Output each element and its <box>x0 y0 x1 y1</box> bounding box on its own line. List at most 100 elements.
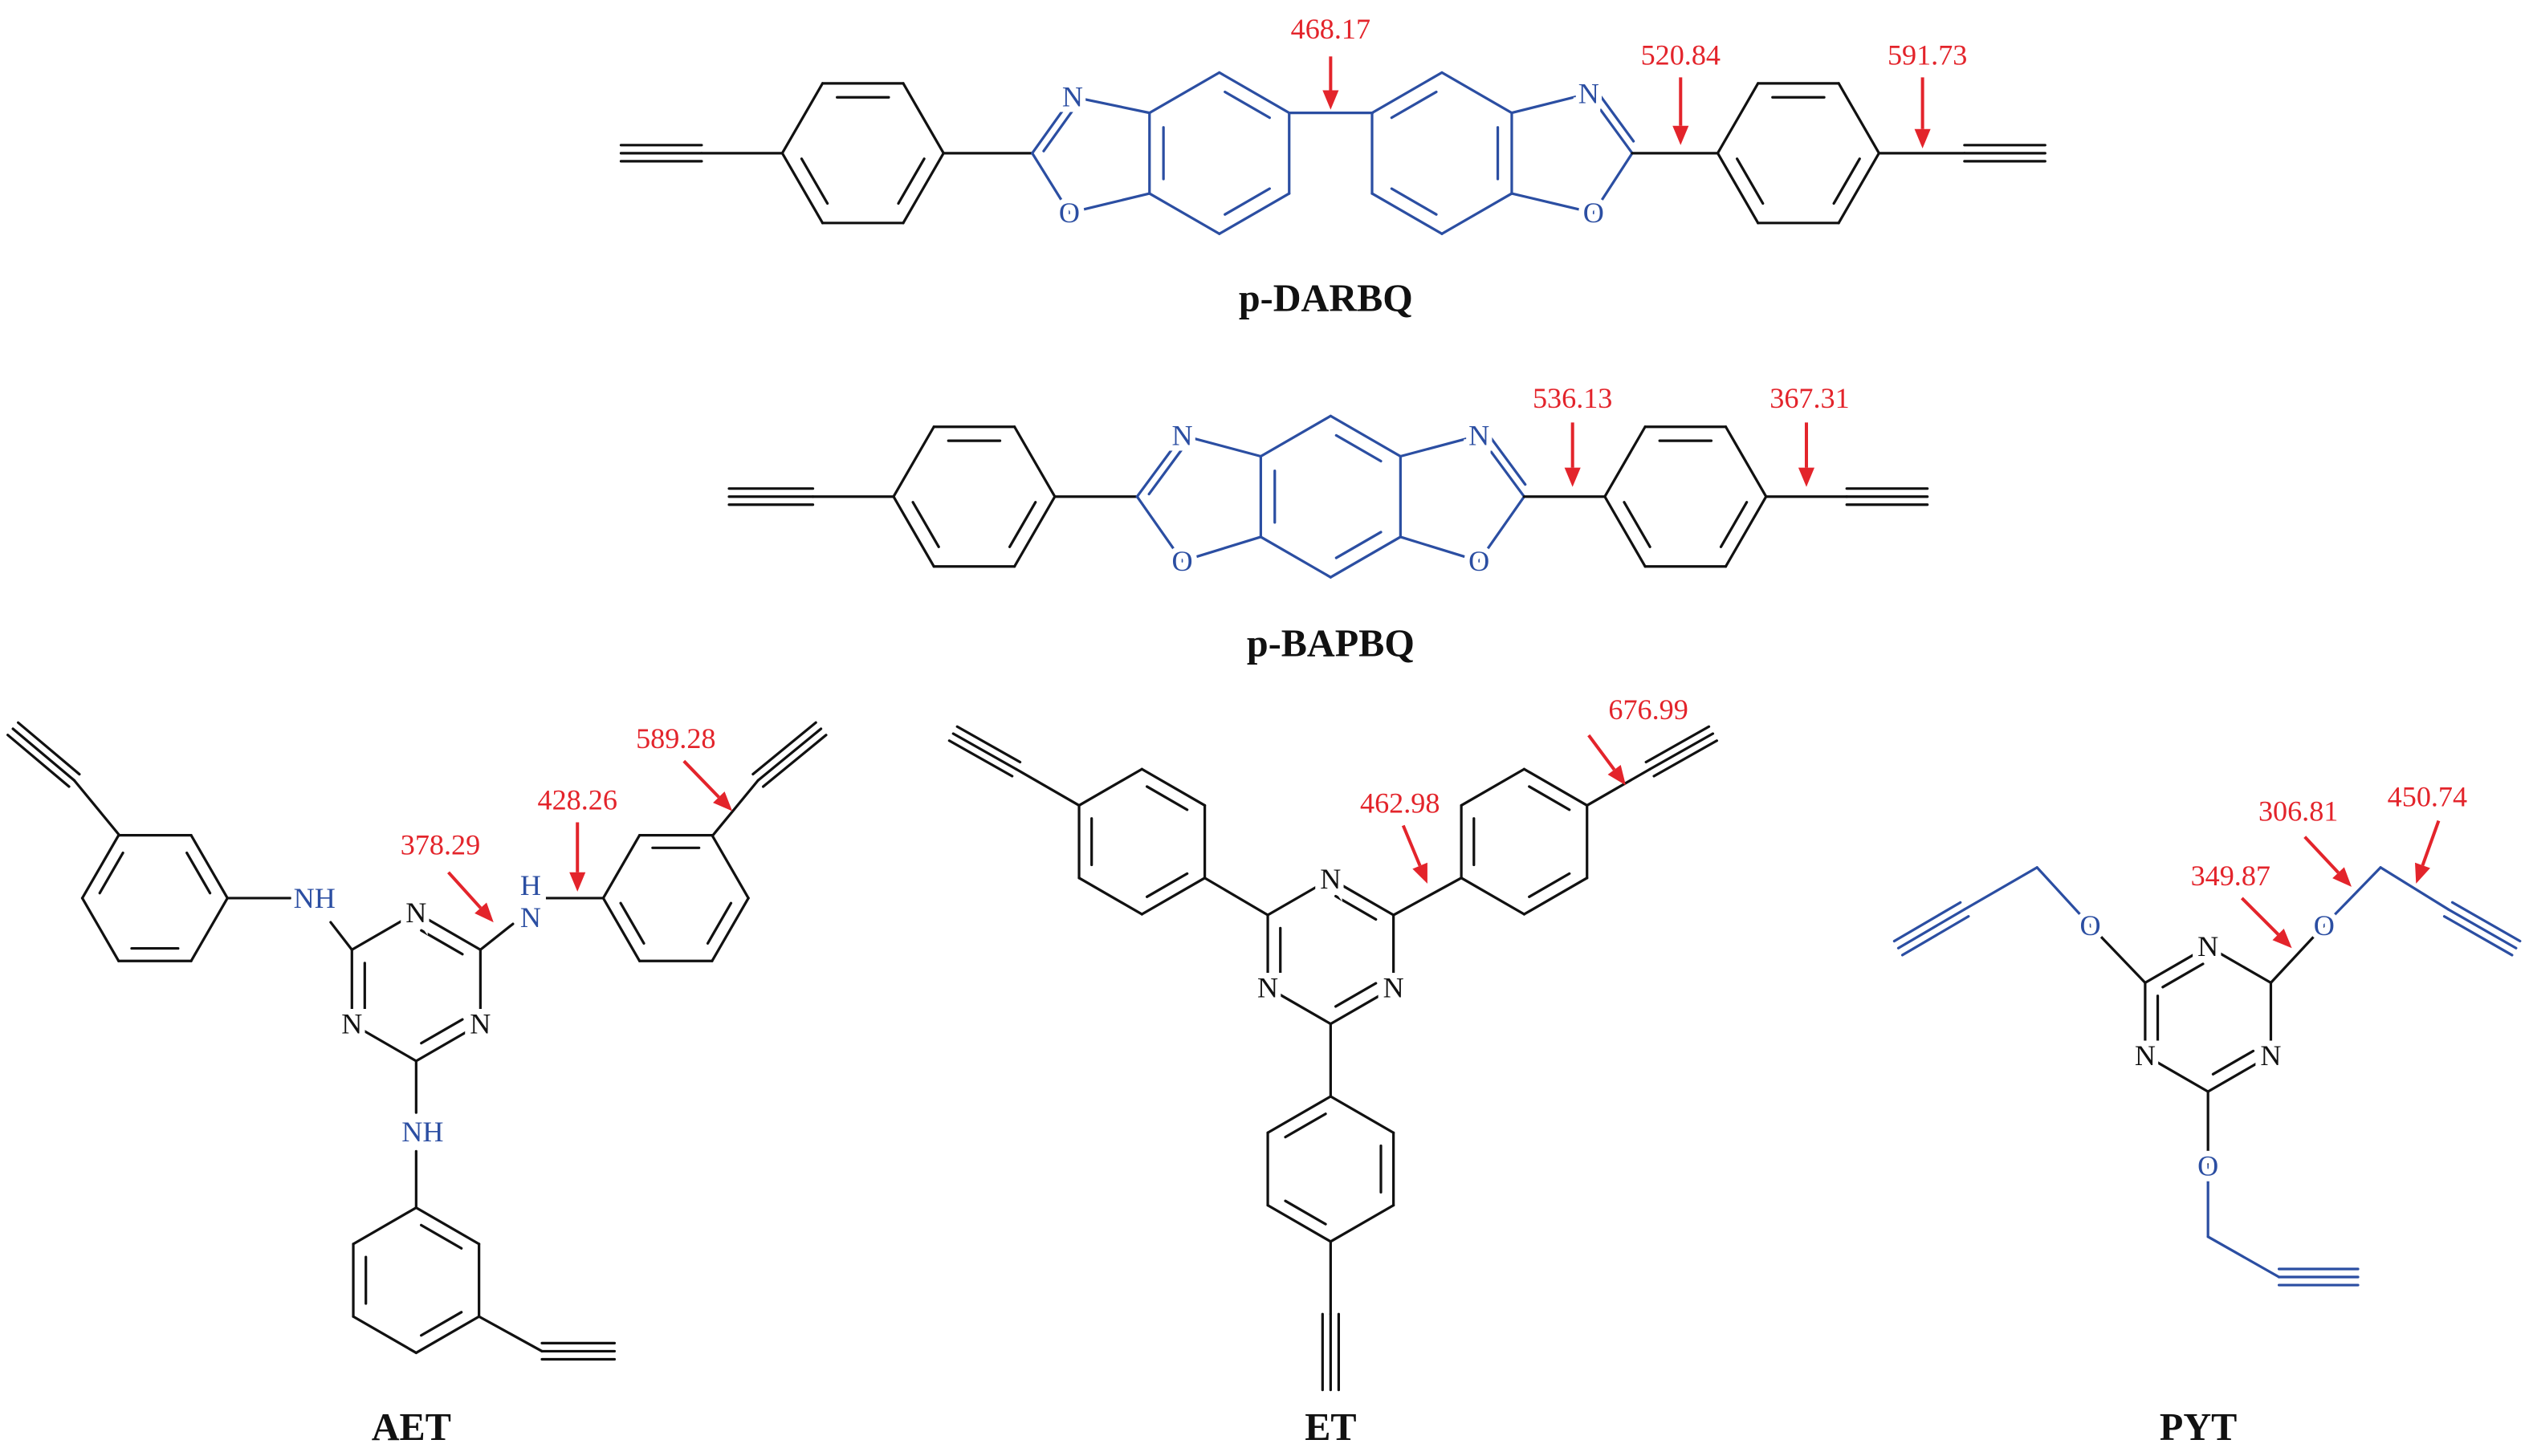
triple-bond-line <box>16 721 81 776</box>
ring-bond <box>1013 425 1057 498</box>
arrow-shaft <box>447 871 483 909</box>
single-bond <box>1031 152 1071 214</box>
arrow-head-icon <box>2332 867 2352 887</box>
ring-double-bond-line <box>1528 785 1571 811</box>
ring-double-bond-line <box>2161 962 2205 989</box>
ring-double-bond-line <box>1390 187 1438 216</box>
single-bond <box>72 779 121 837</box>
atom-label-h: H <box>520 869 541 901</box>
double-bond <box>1135 433 1184 498</box>
triple-bond-line <box>1896 908 1966 950</box>
arrow-head-icon <box>1798 467 1815 487</box>
atom-label-o: O <box>2079 909 2100 942</box>
arrow-head-icon <box>569 872 586 892</box>
arrow-head-icon <box>1672 125 1689 145</box>
ring-bond <box>1440 192 1513 235</box>
arrows-layer <box>447 56 2441 949</box>
ring-bond <box>902 82 945 155</box>
single-bond <box>2269 924 2326 985</box>
ring-bond <box>189 834 229 900</box>
atom-label-o: O <box>2314 909 2335 942</box>
ring-double-bond-line <box>1623 501 1651 548</box>
triple-bond-line <box>951 732 1018 771</box>
ring-bond <box>711 897 750 962</box>
ring-double-bond-line <box>1284 1112 1327 1139</box>
ring-bond <box>1329 535 1402 579</box>
ring-bond <box>601 834 641 900</box>
atom-label-n: N <box>470 1008 491 1040</box>
ring-double-bond-line <box>1145 785 1189 811</box>
single-bond <box>478 1315 544 1353</box>
triple-bond-line <box>1652 739 1719 778</box>
ring-bond <box>780 152 825 225</box>
ring-bond <box>414 911 482 951</box>
ring-bond <box>1460 876 1526 916</box>
arrow-shaft <box>2421 820 2441 866</box>
ring-bond <box>601 897 641 962</box>
single-bond <box>1510 192 1595 214</box>
energy-label-pbapbq-oxazole-phenyl: 536.13 <box>1533 382 1612 414</box>
atom-label-n: N <box>2135 1039 2156 1072</box>
compound-name-aet: AET <box>372 1406 451 1449</box>
single-bond <box>1592 152 1634 214</box>
arrow-shaft <box>2303 836 2340 874</box>
arrow-head-icon <box>1914 128 1931 148</box>
triple-bond-line <box>955 725 1022 764</box>
ring-bond <box>1329 1095 1395 1134</box>
ring-bond <box>1266 1204 1332 1243</box>
ring-bond <box>1329 414 1402 458</box>
ring-bond <box>780 82 825 155</box>
double-bond-line <box>1147 445 1185 496</box>
energy-label-pyt-ch2-alkyne: 450.74 <box>2388 780 2467 812</box>
single-bond <box>1399 535 1480 563</box>
ring-bond <box>1148 192 1221 235</box>
ring-bond <box>1266 986 1332 1026</box>
single-bond <box>1510 92 1590 115</box>
ring-bond <box>414 1206 481 1246</box>
ring-bond <box>1716 152 1760 225</box>
bonds-layer <box>6 71 2522 1392</box>
atom-label-o: O <box>1059 197 1080 229</box>
compound-name-pbapbq: p-BAPBQ <box>1247 623 1415 665</box>
atom-label-n: N <box>1383 971 1404 1003</box>
ring-bond <box>352 1206 417 1246</box>
single-bond <box>711 779 760 837</box>
ring-double-bond-line <box>911 501 940 548</box>
single-bond <box>2323 866 2382 927</box>
compound-name-pyt: PYT <box>2160 1406 2237 1449</box>
ring-double-bond-line <box>419 1311 463 1337</box>
energy-label-aet-nh-phenyl: 428.26 <box>538 783 617 815</box>
double-bond <box>1031 95 1074 155</box>
atom-label-n: N <box>2260 1039 2281 1072</box>
ring-double-bond-line <box>1224 90 1271 120</box>
triple-bond-line <box>2442 915 2514 957</box>
single-bond <box>1015 767 1081 807</box>
double-bond <box>1477 433 1526 498</box>
ring-bond <box>80 834 120 900</box>
ring-double-bond-line <box>619 901 645 945</box>
atom-label-n: N <box>1171 419 1192 451</box>
single-bond <box>479 922 515 951</box>
triple-bond-line <box>1900 915 1970 957</box>
atom-label-nh: NH <box>401 1116 443 1148</box>
single-bond <box>1392 876 1463 917</box>
ring-bond <box>1218 192 1291 235</box>
triple-bond-line <box>1644 725 1711 764</box>
ring-bond <box>1329 1204 1395 1243</box>
ring-double-bond-line <box>1008 501 1037 548</box>
arrow-head-icon <box>2415 862 2430 884</box>
triple-bond-line <box>1648 732 1715 771</box>
ring-bond <box>892 495 935 568</box>
energy-label-aet-alkyne: 589.28 <box>636 722 715 754</box>
single-bond <box>1180 535 1262 563</box>
ring-bond <box>1716 82 1760 155</box>
energy-label-pdarbq-oxazole-phenyl: 520.84 <box>1641 39 1721 71</box>
energy-label-pdarbq-biphenyl: 468.17 <box>1291 13 1370 45</box>
arrow-shaft <box>682 759 720 799</box>
ring-double-bond-line <box>706 901 733 945</box>
ring-bond <box>1724 425 1768 498</box>
ring-bond <box>1148 71 1221 115</box>
arrow-shaft <box>2240 897 2280 936</box>
ring-bond <box>1077 876 1143 916</box>
